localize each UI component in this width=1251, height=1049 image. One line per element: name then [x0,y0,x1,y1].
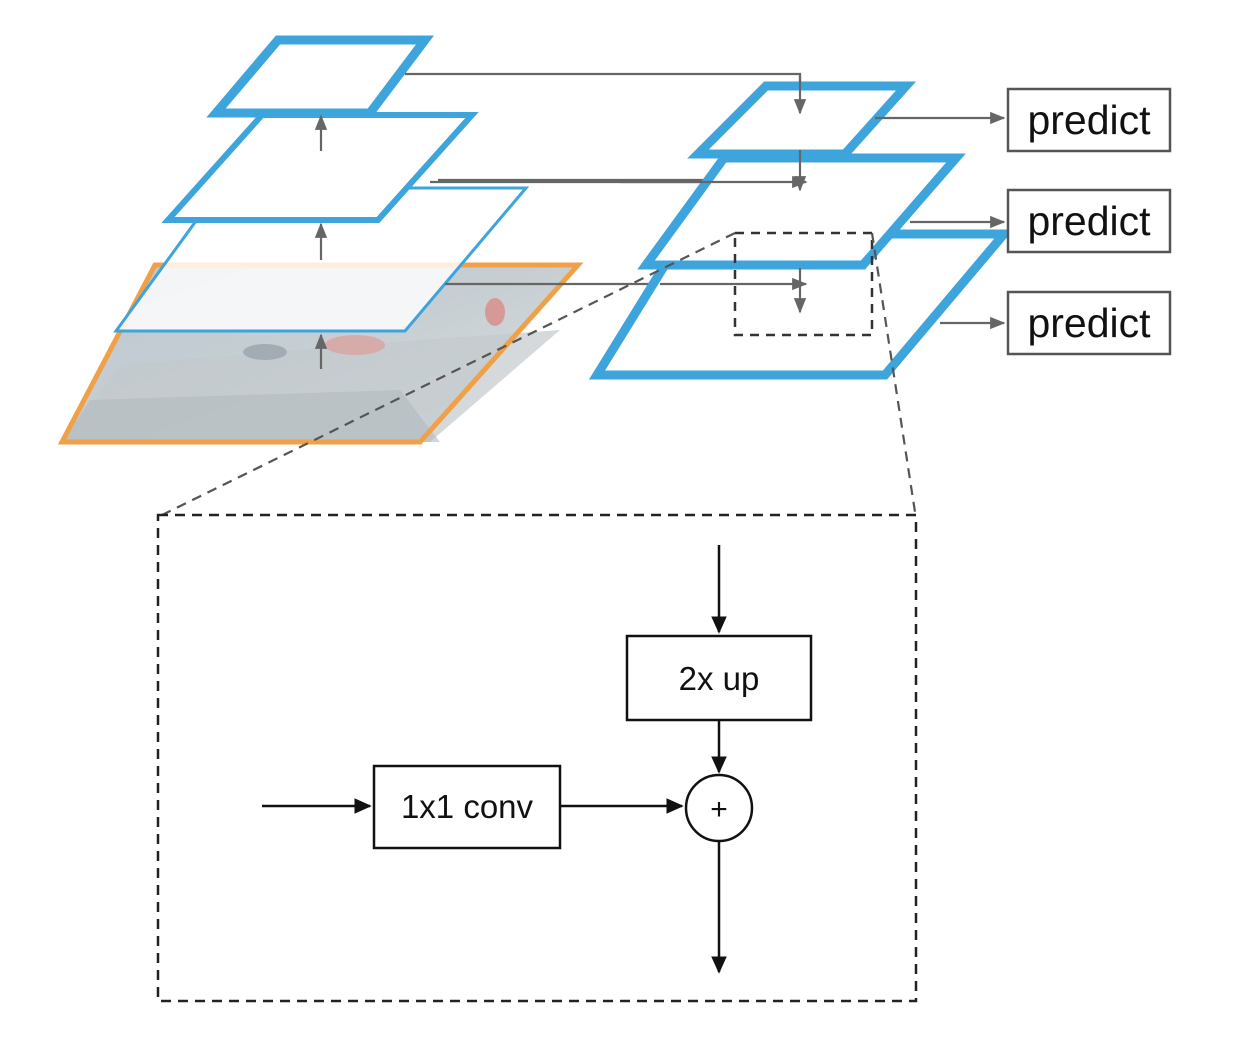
upsample-label: 2x up [679,660,760,697]
detail-frame [156,513,918,1003]
feature-map-level-3 [206,35,435,118]
predict-label: predict [1027,198,1151,244]
top-down-pathway [588,74,1014,380]
conv-label: 1x1 conv [401,788,534,825]
upsample-box [625,634,813,722]
bottom-up-pathway [57,35,584,445]
merged-map-level-2 [637,153,966,270]
feature-map-level-2 [161,112,479,223]
predict-box [1006,87,1172,153]
merged-map-level-3 [687,81,917,159]
zoom-region [733,231,874,337]
predict-label: predict [1027,97,1151,143]
conv-box [372,764,562,850]
predict-label: predict [1027,300,1151,346]
predict-box [1006,290,1172,356]
sum-symbol: + [710,793,728,826]
building-block-detail: 2x up 1x1 conv + [156,513,918,1003]
zoom-connectors [161,232,917,516]
prediction-heads: predict predict predict [875,87,1172,356]
predict-box [1006,188,1172,254]
